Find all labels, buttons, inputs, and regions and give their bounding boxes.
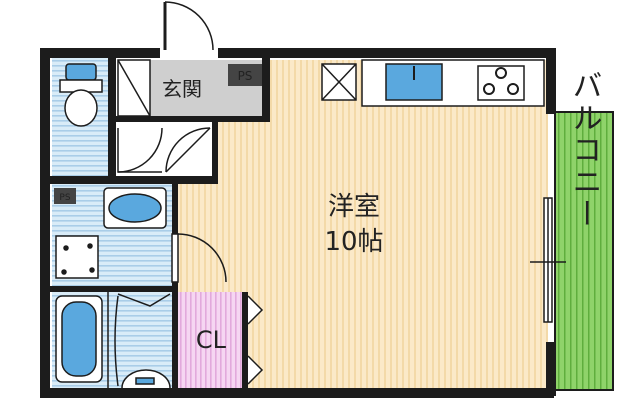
stove-icon (477, 65, 525, 101)
closet-floor (178, 292, 244, 388)
balcony-window[interactable] (530, 197, 566, 323)
drain-icon (121, 369, 171, 389)
western-room-label: 洋室 (328, 192, 380, 222)
western-room-size: 10帖 (324, 227, 383, 257)
hall-door[interactable] (117, 127, 211, 173)
washing-machine-space-icon (55, 235, 99, 279)
kitchen-counter (361, 59, 545, 107)
entrance-label: 玄関 (162, 77, 202, 101)
ps-top-label: PS (238, 69, 253, 83)
ps-left-label: PS (59, 193, 70, 203)
balcony-area (554, 111, 614, 391)
closet-label: CL (196, 326, 227, 354)
ps-box-left: PS (54, 188, 76, 204)
bathroom-door[interactable] (107, 292, 171, 388)
bathtub-icon (55, 295, 103, 383)
toilet-icon (59, 63, 103, 127)
ps-box-top: PS (228, 64, 262, 86)
balcony-label: バルコニー (567, 70, 602, 230)
shoe-box (117, 59, 151, 117)
walls (40, 48, 556, 398)
washroom-door[interactable] (171, 233, 227, 283)
fridge-space-icon (321, 63, 357, 101)
closet-door[interactable] (247, 295, 264, 385)
washbasin-icon (103, 187, 167, 229)
entrance-door[interactable] (163, 1, 214, 51)
